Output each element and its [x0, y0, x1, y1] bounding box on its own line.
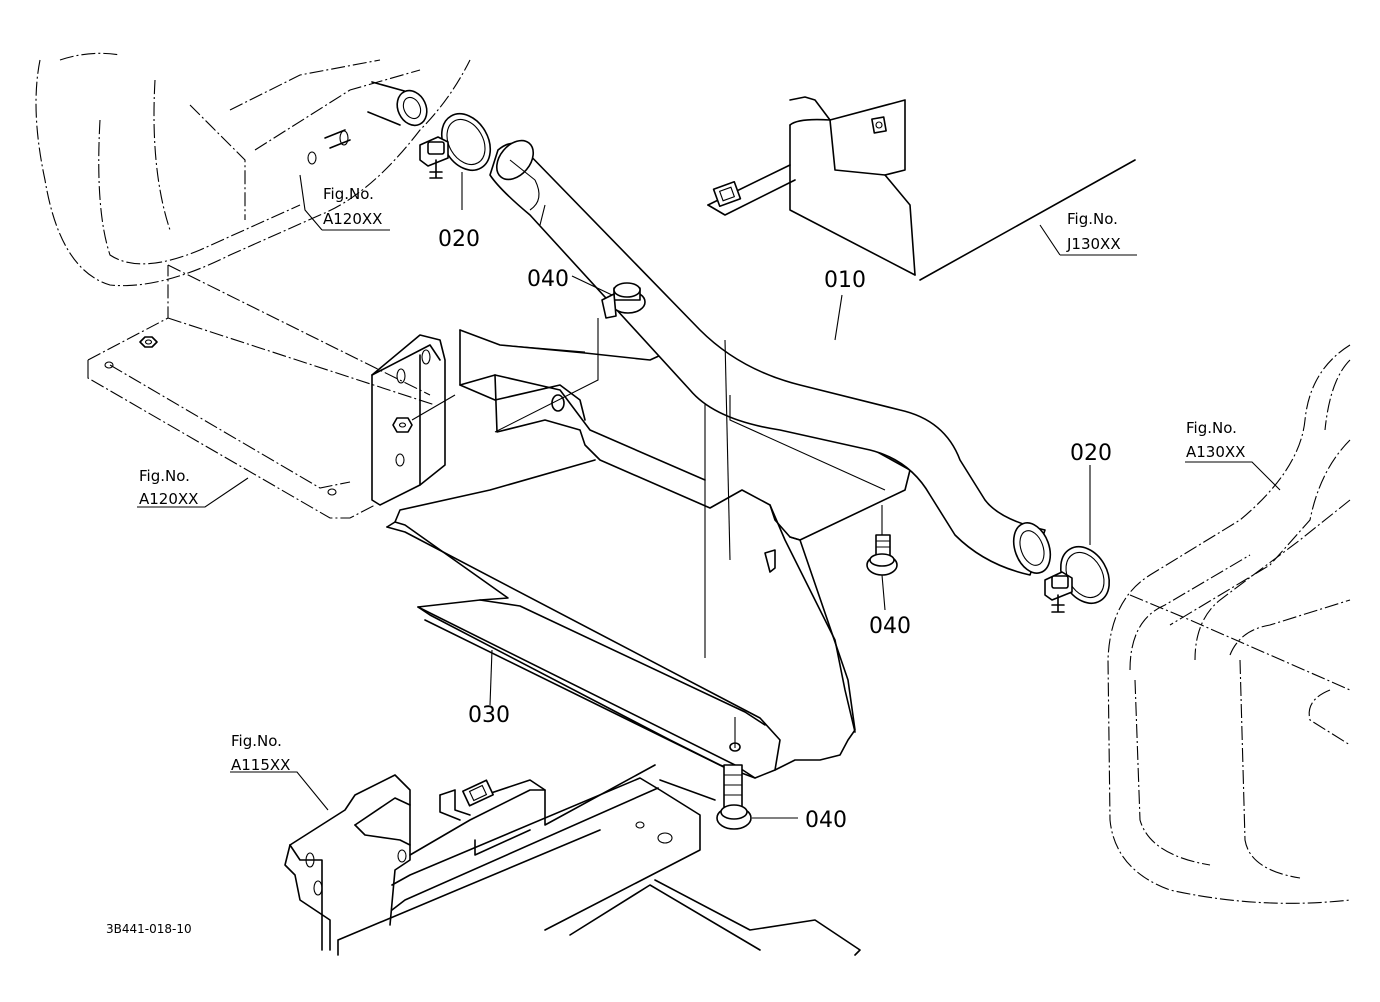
figref-prefix: Fig.No.: [139, 467, 190, 485]
figref-prefix: Fig.No.: [231, 732, 282, 750]
outlet-pipe-top-left: [307, 81, 428, 165]
callout-030: 030: [468, 703, 510, 728]
figref-top-right: Fig.No. J130XX: [1066, 210, 1121, 253]
drawing-code: 3B441-018-10: [106, 922, 192, 936]
bolt-040-right: [866, 505, 898, 576]
callout-020-top: 020: [438, 227, 480, 252]
figref-prefix: Fig.No.: [323, 185, 374, 203]
figref-code: A120XX: [323, 210, 382, 228]
figref-prefix: Fig.No.: [1186, 419, 1237, 437]
tank-top-left: [35, 52, 471, 287]
bolt-040-bottom: [716, 764, 752, 830]
figref-top-left: Fig.No. A120XX: [323, 185, 382, 228]
leader-lines: [137, 172, 1281, 819]
bracket-top-right: [707, 96, 1136, 281]
clamp-020-top: [419, 112, 492, 179]
figref-bottom-left: Fig.No. A115XX: [231, 732, 290, 774]
figref-code: A130XX: [1186, 443, 1245, 461]
clamp-020-right: [1044, 545, 1111, 613]
figref-mid-left: Fig.No. A120XX: [139, 467, 198, 508]
figref-code: A115XX: [231, 756, 290, 774]
bracket-left: [87, 264, 456, 519]
figref-prefix: Fig.No.: [1067, 210, 1118, 228]
figref-code: J130XX: [1066, 235, 1121, 253]
tank-right: [1107, 344, 1351, 904]
callout-040-right: 040: [869, 614, 911, 639]
frame-bottom: [284, 764, 861, 956]
callout-020-right: 020: [1070, 441, 1112, 466]
figref-code: A120XX: [139, 490, 198, 508]
bolt-040-top: [494, 282, 646, 433]
callout-040-bottom: 040: [805, 808, 847, 833]
pipe-010: [489, 139, 1052, 576]
callout-040-top: 040: [527, 267, 569, 292]
callout-010: 010: [824, 268, 866, 293]
figref-right: Fig.No. A130XX: [1186, 419, 1245, 461]
